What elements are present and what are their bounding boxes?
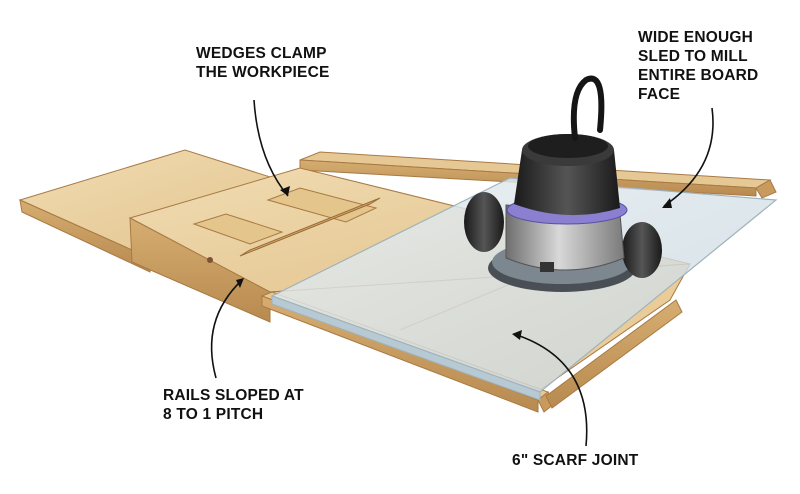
cross-dowel: [239, 197, 381, 257]
callout-rails-line-2: 8 TO 1 PITCH: [163, 406, 264, 423]
callout-rails: RAILS SLOPED AT 8 TO 1 PITCH: [163, 386, 304, 424]
callout-wide-line-4: FACE: [638, 86, 681, 103]
wedges-arrow: [253, 99, 289, 197]
right-handle-icon: [622, 222, 662, 278]
screw-hole: [207, 257, 213, 263]
callout-wedges: WEDGES CLAMP THE WORKPIECE: [196, 44, 330, 82]
scarf-arrow: [513, 333, 588, 447]
callout-rails-line-1: RAILS SLOPED AT: [163, 387, 304, 404]
callout-wide-line-3: ENTIRE BOARD: [638, 67, 759, 84]
wide-arrow: [663, 107, 714, 207]
callout-wide: WIDE ENOUGH SLED TO MILL ENTIRE BOARD FA…: [638, 28, 758, 104]
callout-scarf: 6" SCARF JOINT: [512, 451, 638, 470]
callout-scarf-line-1: 6" SCARF JOINT: [512, 452, 639, 469]
collet-icon: [540, 262, 554, 272]
rails-arrow: [210, 279, 243, 379]
router: [464, 75, 662, 292]
wedge-clamps: [192, 187, 381, 257]
callout-wedges-line-1: WEDGES CLAMP: [196, 45, 327, 62]
left-handle-icon: [464, 192, 504, 252]
callout-wedges-line-2: THE WORKPIECE: [196, 64, 330, 81]
power-cord: [570, 75, 605, 141]
callout-wide-line-2: SLED TO MILL: [638, 48, 748, 65]
callout-wide-line-1: WIDE ENOUGH: [638, 29, 754, 46]
leader-arrows: [210, 99, 714, 447]
